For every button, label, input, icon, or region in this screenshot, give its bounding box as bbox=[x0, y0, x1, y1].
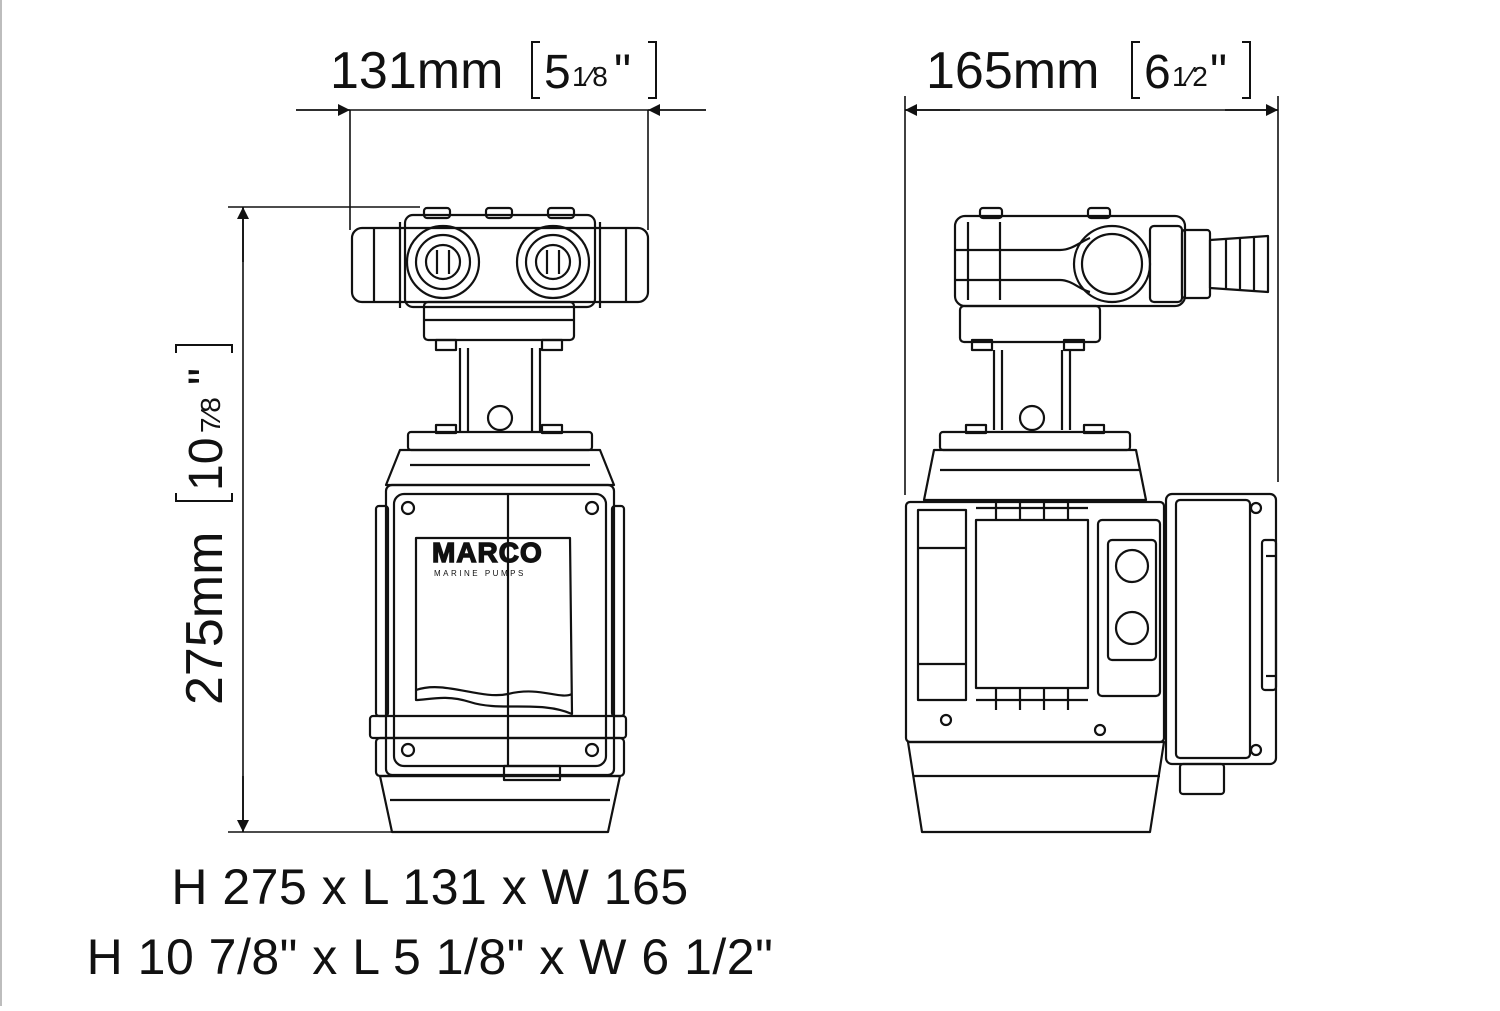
width-inch-mark: " bbox=[1210, 46, 1227, 99]
height-inch-fraction: 7⁄8 bbox=[195, 397, 226, 433]
side-port-icon bbox=[1072, 224, 1152, 304]
length-mm-text: 131mm bbox=[330, 42, 503, 100]
width-inch-whole: 6 bbox=[1144, 46, 1171, 99]
length-inch-whole: 5 bbox=[544, 46, 571, 99]
height-dimension-line bbox=[228, 206, 420, 833]
height-inch-mark: " bbox=[180, 368, 233, 385]
caption-imperial: H 10 7/8" x L 5 1/8" x W 6 1/2" bbox=[86, 929, 774, 985]
height-mm-text: 275mm bbox=[176, 532, 234, 705]
length-dimension-line bbox=[296, 104, 706, 230]
pump-front-view bbox=[350, 206, 650, 834]
pump-side-view bbox=[904, 206, 1278, 834]
hose-barb-icon bbox=[1208, 234, 1270, 294]
brand-logo-subtext: MARINE PUMPS bbox=[434, 569, 526, 578]
inlet-port-icon bbox=[405, 224, 481, 300]
width-mm-text: 165mm bbox=[926, 42, 1099, 100]
height-label: 275mm 10 7⁄8 " bbox=[175, 344, 234, 705]
frame-edge bbox=[0, 0, 2, 1006]
width-label: 165mm 6 1⁄2 " bbox=[926, 41, 1251, 100]
width-inch-fraction: 1⁄2 bbox=[1172, 61, 1208, 92]
caption-metric: H 275 x L 131 x W 165 bbox=[171, 859, 689, 915]
brand-logo: MARCO bbox=[432, 537, 543, 568]
length-inch-mark: " bbox=[614, 46, 631, 99]
length-inch-fraction: 1⁄8 bbox=[572, 61, 608, 92]
length-label: 131mm 5 1⁄8 " bbox=[330, 41, 657, 100]
width-dimension-line bbox=[904, 96, 1279, 495]
height-inch-whole: 10 bbox=[180, 438, 233, 491]
outlet-port-icon bbox=[515, 224, 591, 300]
